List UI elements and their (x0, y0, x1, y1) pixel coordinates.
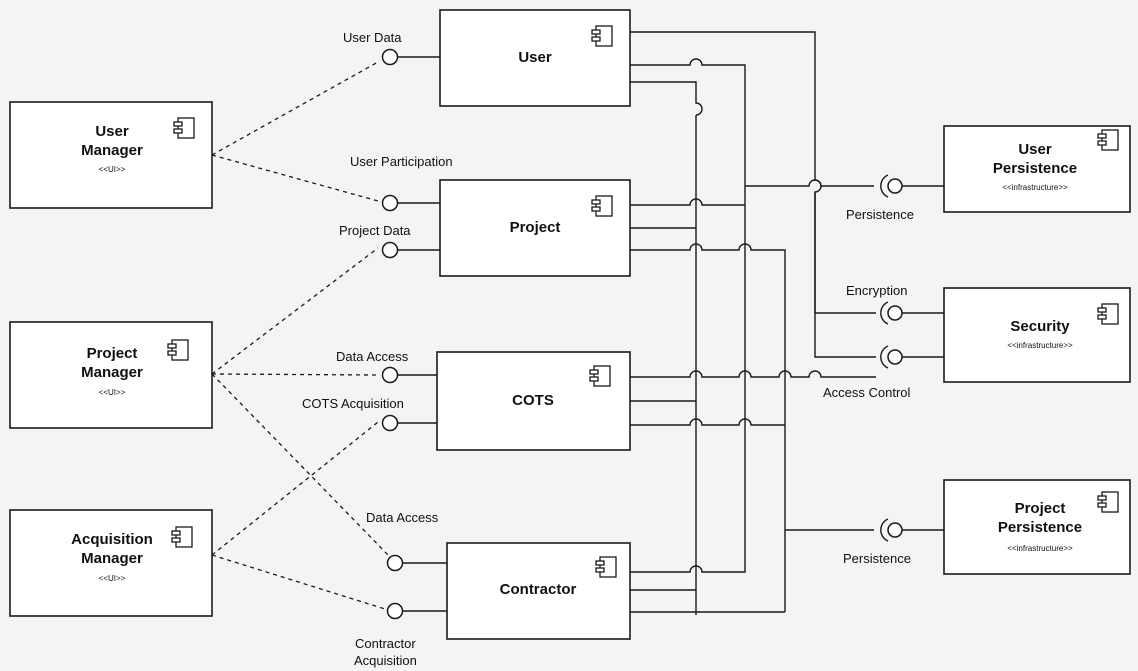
component-icon (167, 339, 189, 361)
dependency-arrows (211, 61, 391, 610)
project-persistence-socket-icon (880, 518, 889, 542)
acquisition-manager-stereotype: <<UI>> (99, 574, 126, 583)
component-icon (591, 25, 613, 47)
component-cots: COTS (436, 351, 631, 451)
user-persistence-stereotype: <<infrastructure>> (1002, 183, 1068, 192)
cots-name: COTS (512, 392, 554, 409)
cots-acquisition-interface-icon (381, 414, 399, 432)
label-project-data: Project Data (339, 223, 411, 238)
user-persistence-socket-icon (880, 174, 889, 198)
label-contractor-data-access: Data Access (366, 510, 439, 525)
dependency-user-manager-to-user-data (211, 61, 379, 156)
interface-labels: User Data User Participation Project Dat… (302, 30, 914, 668)
label-access-control: Access Control (823, 385, 911, 400)
component-user: User (439, 9, 631, 107)
component-user-persistence: User Persistence <<infrastructure>> (943, 125, 1131, 213)
dependency-acquisition-manager-to-contractor-acquisition (211, 554, 386, 610)
wires (398, 31, 944, 615)
user-persistence-name-line1: User (1018, 141, 1052, 158)
security-name: Security (1010, 318, 1070, 335)
contractor-data-access-interface-icon (386, 554, 404, 572)
project-persistence-name-line1: Project (1015, 500, 1066, 517)
label-user-persistence-port: Persistence (846, 207, 914, 222)
project-manager-stereotype: <<UI>> (99, 388, 126, 397)
component-icon (591, 195, 613, 217)
label-cots-acquisition: COTS Acquisition (302, 396, 404, 411)
project-manager-name-line1: Project (87, 345, 138, 362)
user-participation-interface-icon (381, 194, 399, 212)
component-icon (1097, 303, 1119, 325)
component-icon (171, 526, 193, 548)
label-user-data: User Data (343, 30, 402, 45)
user-name: User (518, 49, 552, 66)
cots-data-access-interface-icon (381, 366, 399, 384)
security-stereotype: <<infrastructure>> (1007, 341, 1073, 350)
user-manager-name-line2: Manager (81, 142, 143, 159)
label-encryption: Encryption (846, 283, 907, 298)
provided-interfaces (381, 48, 903, 620)
component-project-persistence: Project Persistence <<infrastructure>> (943, 479, 1131, 575)
component-icon (173, 117, 195, 139)
label-contractor-acquisition-line1: Contractor (355, 636, 416, 651)
project-persistence-name-line2: Persistence (998, 519, 1082, 536)
label-contractor-acquisition-line2: Acquisition (354, 653, 417, 668)
encryption-socket-icon (880, 301, 889, 325)
project-data-interface-icon (381, 241, 399, 259)
component-security: Security <<infrastructure>> (943, 287, 1131, 383)
dependency-project-manager-to-contractor-data-access (211, 373, 391, 558)
dependency-project-manager-to-project-data (211, 247, 379, 375)
contractor-name: Contractor (500, 581, 577, 598)
project-manager-name-line2: Manager (81, 364, 143, 381)
user-data-interface-icon (381, 48, 399, 66)
label-user-participation: User Participation (350, 154, 453, 169)
dependency-project-manager-to-data-access (211, 373, 379, 376)
label-project-persistence-port: Persistence (843, 551, 911, 566)
label-cots-data-access: Data Access (336, 349, 409, 364)
user-manager-stereotype: <<UI>> (99, 165, 126, 174)
acquisition-manager-name-line1: Acquisition (71, 531, 153, 548)
component-icon (595, 556, 617, 578)
access-control-socket-icon (880, 345, 889, 369)
component-project-manager: Project Manager <<UI>> (9, 321, 213, 429)
component-contractor: Contractor (446, 542, 631, 640)
component-icon (1097, 491, 1119, 513)
component-icon (589, 365, 611, 387)
project-persistence-stereotype: <<infrastructure>> (1007, 544, 1073, 553)
component-project: Project (439, 179, 631, 277)
component-acquisition-manager: Acquisition Manager <<UI>> (9, 509, 213, 617)
component-icon (1097, 129, 1119, 151)
dependency-acquisition-manager-to-cots-acquisition (211, 421, 379, 556)
user-manager-name-line1: User (95, 123, 129, 140)
user-persistence-name-line2: Persistence (993, 160, 1077, 177)
contractor-acquisition-interface-icon (386, 602, 404, 620)
component-user-manager: User Manager <<UI>> (9, 101, 213, 209)
acquisition-manager-name-line2: Manager (81, 550, 143, 567)
project-name: Project (510, 219, 561, 236)
